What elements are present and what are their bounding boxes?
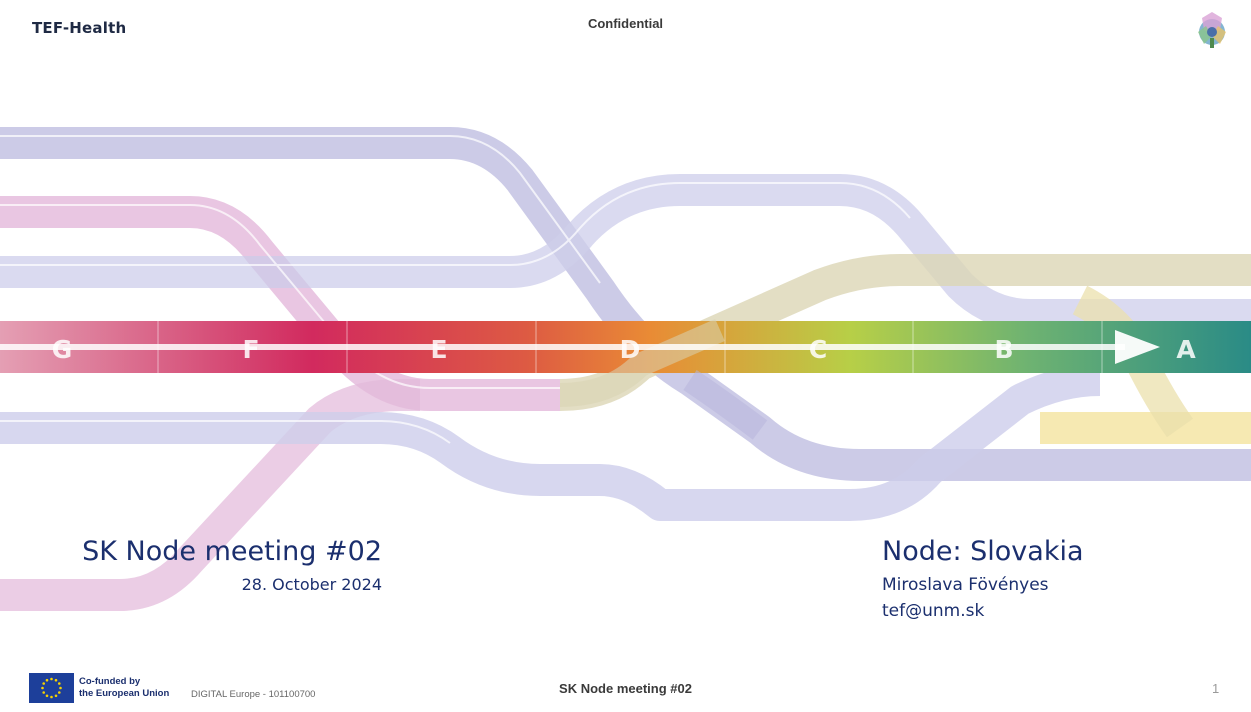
- grant-number: DIGITAL Europe - 101100700: [191, 689, 316, 700]
- meeting-title: SK Node meeting #02: [82, 536, 382, 567]
- eu-flag-icon: [29, 673, 74, 703]
- scale-arrow-icon: [1115, 330, 1160, 364]
- track-periwinkle-low: [0, 364, 1101, 521]
- tef-health-logo: [1198, 12, 1226, 48]
- scale-letter-d: D: [620, 335, 641, 364]
- meeting-date: 28. October 2024: [241, 575, 382, 594]
- scale-letter-g: G: [52, 335, 73, 364]
- contact-email: tef@unm.sk: [882, 601, 985, 621]
- track-pink-lower: [0, 379, 420, 611]
- footer-title: SK Node meeting #02: [559, 681, 692, 696]
- track-lavender-mid: [0, 174, 1251, 331]
- scale-letter-c: C: [809, 335, 827, 364]
- eu-line-1: Co-funded by: [79, 676, 141, 687]
- node-title: Node: Slovakia: [882, 536, 1084, 567]
- scale-letter-b: B: [994, 335, 1013, 364]
- eu-line-2: the European Union: [79, 688, 170, 699]
- brand-name: TEF-Health: [32, 19, 127, 37]
- scale-letter-f: F: [242, 335, 259, 364]
- presenter-name: Miroslava Fövényes: [882, 575, 1049, 595]
- scale-letter-e: E: [430, 335, 447, 364]
- scale-letter-a: A: [1176, 335, 1196, 364]
- confidential-label: Confidential: [587, 16, 664, 31]
- eu-cofunded-label: Co-funded by the European Union: [79, 676, 169, 700]
- page-number: 1: [1212, 681, 1220, 696]
